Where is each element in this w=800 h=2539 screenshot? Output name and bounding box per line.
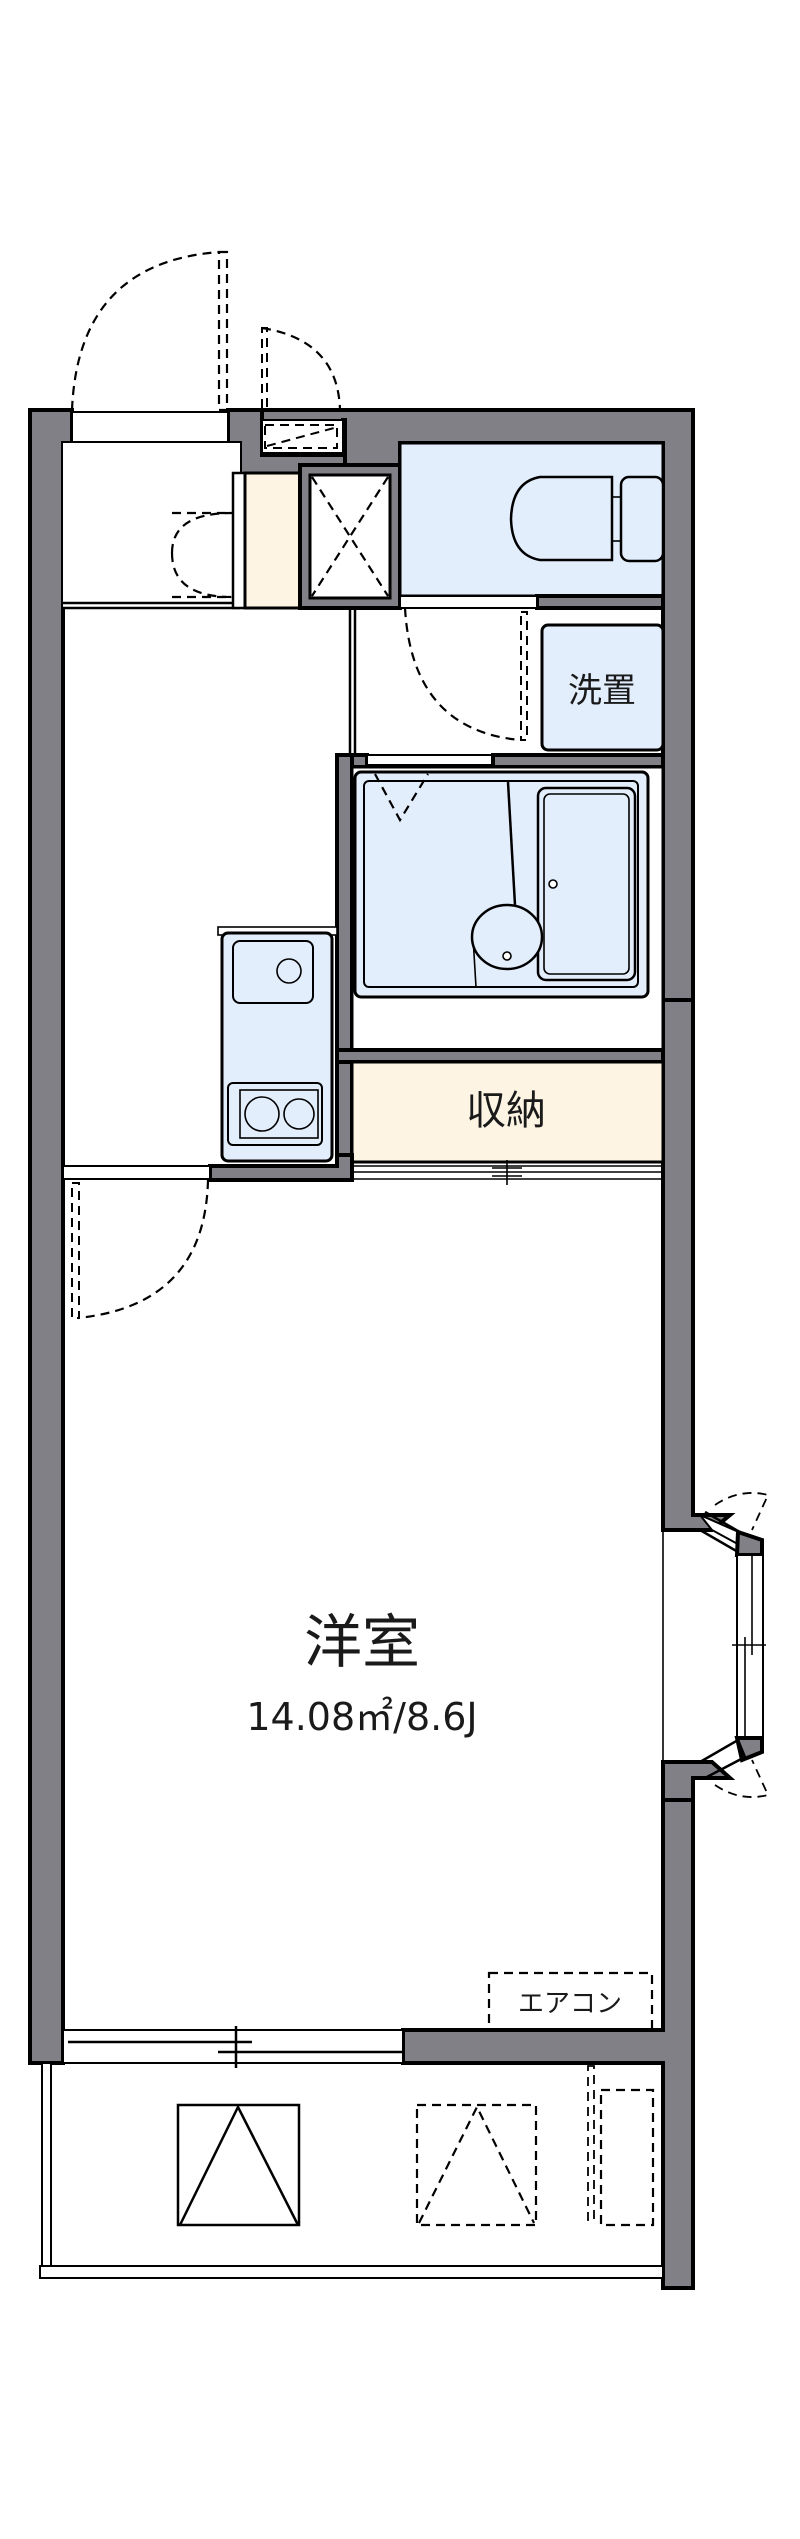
room-area: 14.08㎡/8.6J [246,1695,477,1739]
balcony-sliding-window [62,2026,404,2068]
shoe-cabinet [243,471,302,610]
storage: 収納 [350,1060,665,1185]
toilet-room [398,441,665,598]
meter-box-door [261,326,342,411]
utility-closet [298,463,402,610]
entrance-door [70,250,229,412]
washroom: 洗置 [348,607,665,755]
balcony [39,2062,664,2279]
storage-label: 収納 [466,1088,546,1134]
kitchen-unit [217,926,338,1163]
entry-hall [63,443,247,610]
western-room: 洋室 14.08㎡/8.6J [246,1608,477,1739]
bathroom [335,753,665,1182]
room-name: 洋室 [304,1608,420,1676]
bathroom-bottom-wall [335,1048,665,1064]
air-conditioner: エアコン [487,1971,654,2032]
room-door [62,1165,211,1320]
laundry-label: 洗置 [568,671,636,711]
air-conditioner-label: エアコン [518,1989,622,2019]
outdoor-unit [599,2088,655,2227]
washer-space [540,623,665,752]
bay-window [662,1492,770,1798]
entrance-threshold [71,411,229,443]
